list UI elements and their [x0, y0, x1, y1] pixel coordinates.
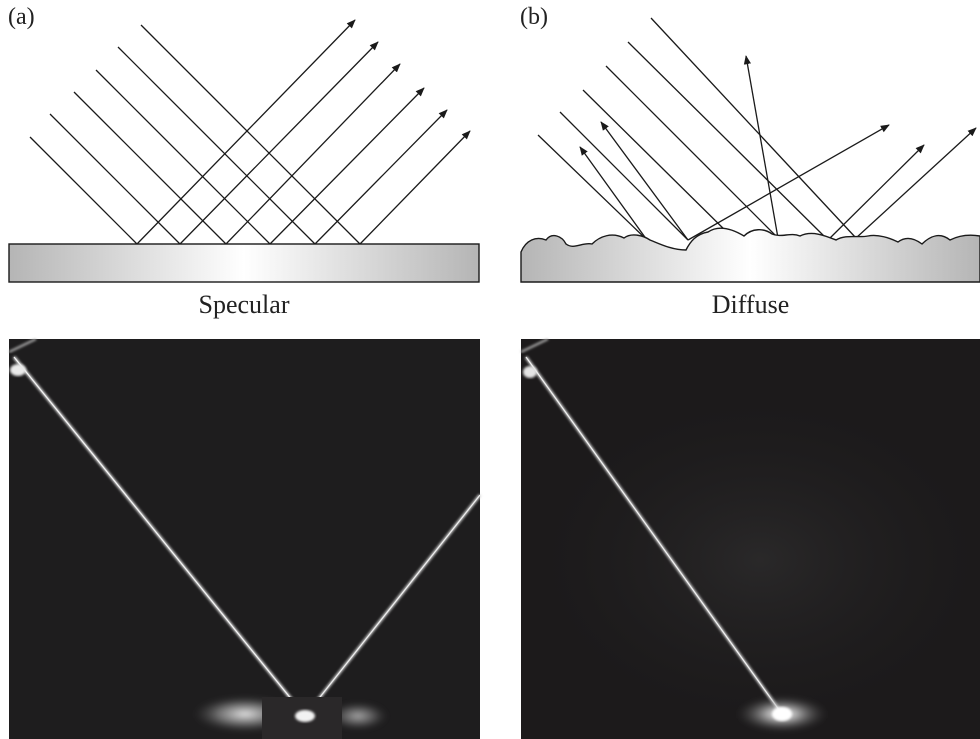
specular-rays — [29, 19, 471, 245]
specular-caption: Specular — [198, 290, 290, 319]
diffuse-caption: Diffuse — [711, 290, 790, 319]
specular-photo — [8, 338, 482, 739]
panel-a-label: (a) — [8, 4, 35, 30]
diffuse-rays — [537, 17, 977, 241]
panel-b-label: (b) — [520, 4, 548, 30]
diffuse-photo — [520, 338, 980, 739]
smooth-surface — [8, 243, 480, 283]
rough-surface — [520, 227, 980, 283]
